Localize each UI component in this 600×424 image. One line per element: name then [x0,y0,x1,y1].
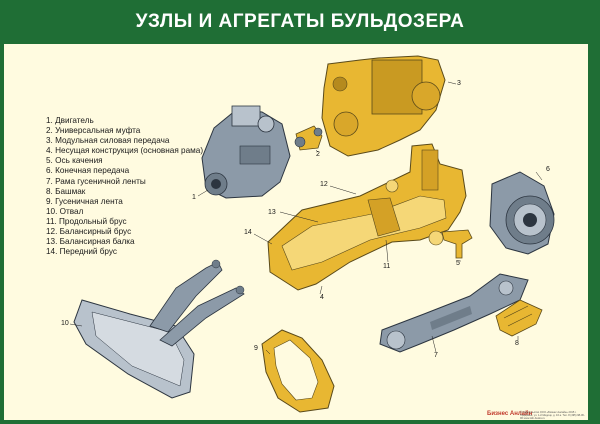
parts-legend: 1. Двигатель 2. Универсальная муфта 3. М… [46,116,203,257]
callout-3: 3 [457,80,461,87]
legend-item: 8. Башмак [46,186,86,196]
legend-item: 1. Двигатель [46,116,94,125]
track-chain-illustration [261,329,335,413]
page-title: УЗЛЫ И АГРЕГАТЫ БУЛЬДОЗЕРА [135,11,465,32]
track-shoe-illustration [495,299,543,340]
legend-item: 2. Универсальная муфта [46,126,141,136]
legend-item: 9. Гусеничная лента [46,196,123,206]
callout-4: 4 [320,294,324,301]
main-frame-illustration [253,143,467,295]
callout-11: 11 [383,263,391,270]
power-transmission-illustration [321,55,457,157]
callout-5: 5 [456,260,460,267]
legend-item: 3. Модульная силовая передача [46,136,170,146]
universal-coupling-illustration [294,125,323,153]
legend-item: 13. Балансирная балка [46,237,135,247]
track-frame-illustration [379,273,529,353]
legend-item: 12. Балансирный брус [46,227,132,237]
callout-6: 6 [546,166,550,173]
callout-2: 2 [316,151,320,158]
callout-1: 1 [192,194,196,201]
legend-item: 5. Ось качения [46,156,103,166]
title-bar: УЗЛЫ И АГРЕГАТЫ БУЛЬДОЗЕРА [0,0,600,42]
legend-item: 10. Отвал [46,206,84,216]
swing-axle-illustration [441,229,473,262]
callout-14: 14 [244,229,252,236]
callout-7: 7 [434,352,438,359]
blade-illustration [69,259,245,399]
publisher-logo: Бизнес Анлайн [487,411,533,417]
callout-9: 9 [254,345,258,352]
callout-10: 10 [61,320,69,327]
legend-item: 14. Передний брус [46,247,117,257]
legend-item: 7. Рама гусеничной ленты [46,176,146,186]
copyright-text: © Издательство ООО «Бизнес Анлайн» 2015 … [520,411,585,420]
callout-12: 12 [320,181,328,188]
callout-13: 13 [268,209,276,216]
callout-8: 8 [515,340,519,347]
final-drive-illustration [489,171,555,255]
engine-illustration [197,105,291,199]
legend-item: 4. Несущая конструкция (основная рама) [46,146,204,156]
legend-item: 11. Продольный брус [46,216,127,226]
legend-item: 6. Конечная передача [46,166,130,176]
